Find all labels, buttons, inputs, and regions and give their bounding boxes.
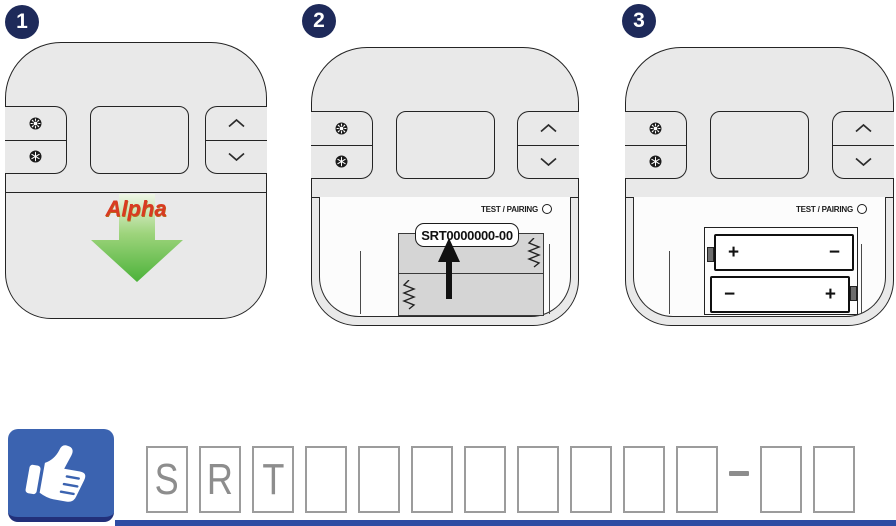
down-button — [206, 139, 267, 174]
serial-entry-row: S R T — [146, 446, 855, 513]
compartment-wall-left — [360, 251, 361, 314]
display-screen — [90, 106, 189, 174]
chevron-down-icon — [855, 158, 872, 167]
cover-seam — [6, 192, 266, 193]
down-button — [518, 144, 579, 179]
test-pairing-led — [857, 204, 867, 214]
up-button — [206, 107, 267, 140]
up-button — [833, 112, 894, 145]
serial-number-label: SRT0000000-00 — [415, 223, 519, 247]
polarity-plus: + — [728, 241, 740, 263]
updown-button-panel — [205, 106, 267, 174]
battery-terminal — [850, 286, 857, 301]
snowflake-icon — [29, 150, 42, 163]
compartment-wall-left — [669, 251, 670, 314]
footer-bar — [115, 520, 896, 526]
compartment-wall-right — [549, 244, 550, 314]
serial-entry-box — [813, 446, 855, 513]
serial-entry-box — [760, 446, 802, 513]
polarity-plus: + — [824, 283, 836, 305]
thermostat-step1: Alpha — [5, 42, 267, 319]
test-pairing-row: TEST / PAIRING — [481, 204, 552, 214]
serial-entry-box: R — [199, 446, 241, 513]
cool-button — [625, 144, 686, 179]
sun-icon — [29, 117, 42, 130]
serial-entry-box — [623, 446, 665, 513]
step-1-badge: 1 — [5, 5, 39, 39]
down-button — [833, 144, 894, 179]
thumbs-up-tile — [8, 429, 114, 522]
serial-entry-box: S — [146, 446, 188, 513]
compartment-wall-right — [861, 244, 862, 314]
brand-logo: Alpha — [105, 196, 167, 221]
mode-button-panel — [311, 111, 373, 179]
battery-spring-icon — [402, 280, 416, 310]
mode-button-panel — [5, 106, 67, 174]
serial-entry-box — [358, 446, 400, 513]
serial-entry-box: T — [252, 446, 294, 513]
step-3-badge: 3 — [622, 4, 656, 38]
mode-button-panel — [625, 111, 687, 179]
chevron-down-icon — [228, 153, 245, 162]
thumbs-up-icon — [25, 445, 86, 502]
thermostat-step3: TEST / PAIRING + − − + — [625, 47, 894, 326]
chevron-up-icon — [855, 123, 872, 132]
up-button — [518, 112, 579, 145]
updown-button-panel — [832, 111, 894, 179]
sun-icon — [335, 122, 348, 135]
test-pairing-label: TEST / PAIRING — [795, 204, 853, 214]
serial-entry-box — [305, 446, 347, 513]
serial-entry-box — [517, 446, 559, 513]
chevron-up-icon — [228, 118, 245, 127]
polarity-minus: − — [828, 241, 840, 263]
inner-panel: TEST / PAIRING SRT0000000-00 — [319, 197, 571, 317]
callout-arrow-icon — [438, 238, 460, 299]
chevron-up-icon — [540, 123, 557, 132]
polarity-minus: − — [724, 283, 736, 305]
display-screen — [396, 111, 495, 179]
test-pairing-row: TEST / PAIRING — [796, 204, 867, 214]
serial-dash — [729, 471, 749, 476]
heat-button — [5, 107, 66, 140]
serial-entry-box — [464, 446, 506, 513]
thermostat-step2: TEST / PAIRING SRT0000000-00 — [311, 47, 579, 326]
sun-icon — [649, 122, 662, 135]
cool-button — [5, 139, 66, 174]
serial-entry-box — [570, 446, 612, 513]
chevron-down-icon — [540, 158, 557, 167]
battery-bottom: − + — [710, 276, 850, 313]
battery-top: + − — [714, 234, 854, 271]
battery-terminal — [707, 247, 714, 262]
cool-button — [311, 144, 372, 179]
test-pairing-label: TEST / PAIRING — [480, 204, 538, 214]
display-screen — [710, 111, 809, 179]
serial-entry-box — [676, 446, 718, 513]
heat-button — [625, 112, 686, 145]
step-2-badge: 2 — [302, 4, 336, 38]
bay-divider — [399, 273, 543, 274]
updown-button-panel — [517, 111, 579, 179]
test-pairing-led — [542, 204, 552, 214]
heat-button — [311, 112, 372, 145]
serial-entry-box — [411, 446, 453, 513]
slide-down-arrow-icon — [91, 194, 183, 282]
inner-panel: TEST / PAIRING + − − + — [633, 197, 886, 317]
snowflake-icon — [649, 155, 662, 168]
battery-spring-icon — [527, 238, 541, 268]
snowflake-icon — [335, 155, 348, 168]
